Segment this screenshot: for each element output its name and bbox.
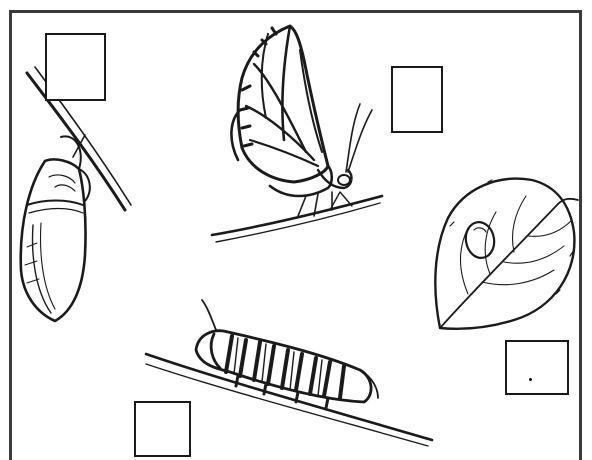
butterfly-label-value [393,68,441,131]
egg-on-leaf-icon [428,170,583,332]
egg-label-box[interactable] [505,340,569,395]
chrysalis-label-value [47,35,104,99]
pencil-dot [529,378,532,381]
butterfly-icon [210,20,390,245]
chrysalis-label-box[interactable] [45,33,106,101]
butterfly-label-box[interactable] [391,66,443,133]
caterpillar-label-value [136,403,189,455]
egg-label-value [507,342,567,393]
chrysalis-icon [15,65,145,330]
caterpillar-label-box[interactable] [134,401,191,457]
